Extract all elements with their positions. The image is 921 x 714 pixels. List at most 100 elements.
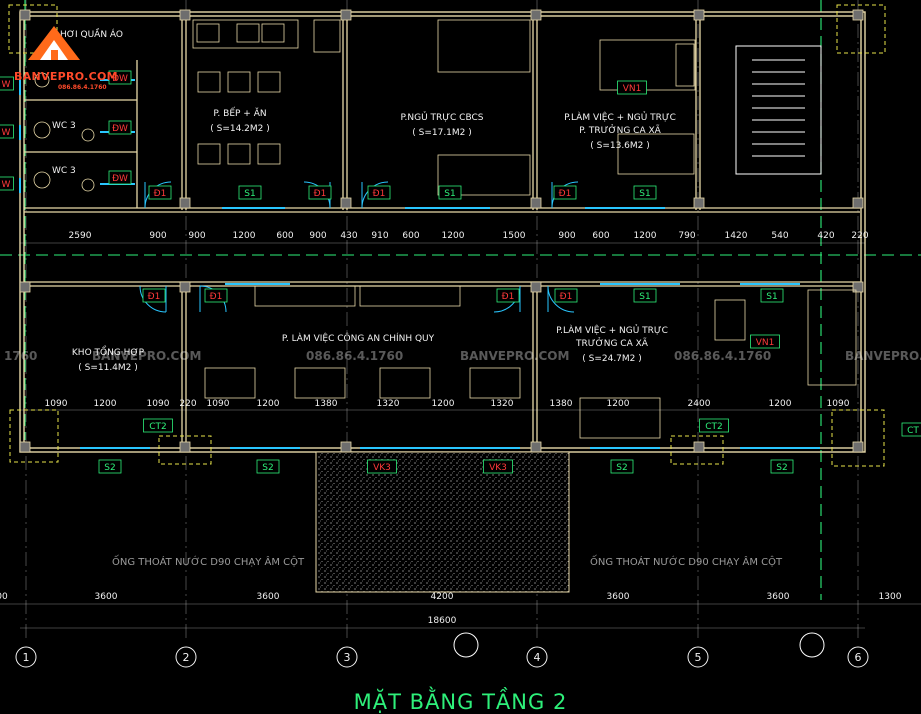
dim-upper-10: 1500 [503, 231, 526, 241]
tag-s2: S2 [770, 459, 794, 474]
tag-frame [438, 185, 462, 200]
tag-label-23: VK3 [489, 463, 507, 473]
tag-label-29: CT [907, 426, 919, 436]
brand-name: BANVEPRO.COM [14, 70, 118, 83]
tag-vn1: VN1 [617, 80, 647, 95]
tag-label-26: W [2, 80, 11, 90]
dim-lower-3: 220 [179, 399, 196, 409]
dim-upper-11: 900 [558, 231, 575, 241]
tag-dw: ĐW [108, 70, 132, 85]
dim-lower-14: 1090 [827, 399, 850, 409]
axis-bubble [175, 646, 197, 668]
tag-frame [308, 185, 332, 200]
tag-label-9: S1 [639, 189, 650, 199]
room-area-6: ( S=11.4M2 ) [78, 363, 138, 373]
tag-label-3: Đ1 [154, 189, 167, 199]
note-drain-right: ỐNG THOÁT NƯỚC D90 CHẠY ÂM CỘT [590, 554, 783, 568]
tag-vk3: VK3 [483, 459, 513, 474]
brand-phone: 086.86.4.1760 [58, 84, 107, 91]
dim-upper-9: 1200 [442, 231, 465, 241]
dim-upper-4: 600 [276, 231, 293, 241]
dim-lower-5: 1200 [257, 399, 280, 409]
tag-frame [108, 120, 132, 135]
interior-walls [24, 16, 860, 448]
void-hatch [315, 451, 570, 593]
axis-bubble [687, 646, 709, 668]
room-name-2: WC 3 [52, 166, 76, 176]
dim-upper-14: 790 [678, 231, 695, 241]
tag-frame [901, 422, 921, 437]
room-area-5: ( S=13.6M2 ) [590, 141, 650, 151]
tag-frame [204, 288, 228, 303]
tag-ct: CT [901, 422, 921, 437]
tag-s1: S1 [633, 288, 657, 303]
dim-lower-9: 1320 [491, 399, 514, 409]
room-area-8: ( S=24.7M2 ) [582, 354, 642, 364]
tag-frame [108, 170, 132, 185]
dim-upper-7: 910 [371, 231, 388, 241]
room-name-5: P.LÀM VIỆC + NGỦ TRỰC [564, 111, 676, 123]
dim-upper-2: 900 [188, 231, 205, 241]
tag-s1: S1 [633, 185, 657, 200]
room-name-7: P. LÀM VIỆC CÔNG AN CHÍNH QUY [282, 332, 435, 344]
room-name-1: WC 3 [52, 121, 76, 131]
tag-s1: S1 [438, 185, 462, 200]
axis-label-5: 5 [695, 651, 702, 664]
tag-label-12: Đ1 [502, 292, 515, 302]
tag-frame [750, 334, 780, 349]
axis-bubble [336, 646, 358, 668]
tag-label-15: S1 [766, 292, 777, 302]
dim-axis-2: 3600 [257, 592, 280, 602]
watermark-text-4: 086.86.4.1760 [674, 349, 771, 363]
tag-s2: S2 [610, 459, 634, 474]
tag-d1: Đ1 [148, 185, 172, 200]
tag-frame [256, 459, 280, 474]
tag-frame [238, 185, 262, 200]
dim-lower-2: 1090 [147, 399, 170, 409]
dim-upper-18: 220 [851, 231, 868, 241]
watermark-text-2: 086.86.4.1760 [306, 349, 403, 363]
tag-frame [633, 288, 657, 303]
dim-axis-0: 00 [0, 592, 8, 602]
section-marker [453, 632, 825, 658]
furniture [33, 19, 857, 439]
tag-frame [610, 459, 634, 474]
tag-w: W [0, 76, 14, 91]
tag-s2: S2 [98, 459, 122, 474]
tag-frame [483, 459, 513, 474]
tag-d1: Đ1 [204, 288, 228, 303]
tag-d1: Đ1 [142, 288, 166, 303]
tag-label-17: CT2 [705, 422, 723, 432]
dim-axis-6: 1300 [879, 592, 902, 602]
dim-axis-5: 3600 [767, 592, 790, 602]
windows [19, 79, 820, 449]
axis-bubble [15, 646, 37, 668]
axis-label-6: 6 [855, 651, 862, 664]
room-name-0: HƠI QUẦN ÁO [60, 27, 123, 40]
tag-frame [699, 418, 729, 433]
tag-label-20: S2 [616, 463, 627, 473]
watermark-band: 1760 BANVEPRO.COM 086.86.4.1760 BANVEPRO… [4, 349, 921, 363]
tag-vk3: VK3 [367, 459, 397, 474]
tag-d1: Đ1 [554, 288, 578, 303]
tag-frame [770, 459, 794, 474]
tag-w: W [0, 176, 14, 191]
room-name2-8: TRƯỞNG CA XÃ [575, 337, 649, 349]
tag-w: W [0, 124, 14, 139]
dim-upper-15: 1420 [725, 231, 748, 241]
tag-ct2: CT2 [699, 418, 729, 433]
watermark-text-1: BANVEPRO.COM [92, 349, 201, 363]
room-area-4: ( S=17.1M2 ) [412, 128, 472, 138]
axis-bubble [526, 646, 548, 668]
tag-d1: Đ1 [496, 288, 520, 303]
room-name-8: P.LÀM VIỆC + NGỦ TRỰC [556, 324, 668, 336]
tag-frame [0, 176, 14, 191]
room-name-4: P.NGỦ TRỰC CBCS [401, 111, 484, 123]
house-logo-icon [28, 26, 80, 60]
tag-label-24: VN1 [623, 84, 642, 94]
tag-frame [98, 459, 122, 474]
dim-upper-1: 900 [149, 231, 166, 241]
